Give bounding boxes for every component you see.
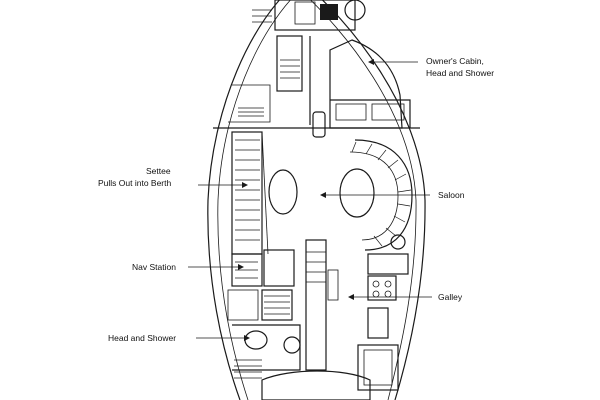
aft-deck <box>261 370 371 400</box>
label-owners-cabin-1: Owner's Cabin, <box>426 56 484 66</box>
settee-drawing <box>231 131 269 255</box>
hull-outline <box>207 0 426 400</box>
saloon-drawing <box>268 139 413 251</box>
companionway-drawing <box>305 239 339 371</box>
galley-drawing <box>357 253 409 391</box>
label-galley: Galley <box>438 292 463 302</box>
nav-station-drawing <box>231 249 295 287</box>
aft-head-drawing <box>227 289 301 379</box>
leader-lines <box>188 59 432 341</box>
label-head-and-shower: Head and Shower <box>108 333 177 343</box>
label-owners-cabin-2: Head and Shower <box>426 68 495 78</box>
label-saloon: Saloon <box>438 190 465 200</box>
label-nav-station: Nav Station <box>132 262 176 272</box>
label-settee-1: Settee <box>146 166 171 176</box>
hull-inner-line <box>217 0 417 400</box>
forward-cabin <box>228 0 411 138</box>
label-settee-2: Pulls Out into Berth <box>98 178 172 188</box>
